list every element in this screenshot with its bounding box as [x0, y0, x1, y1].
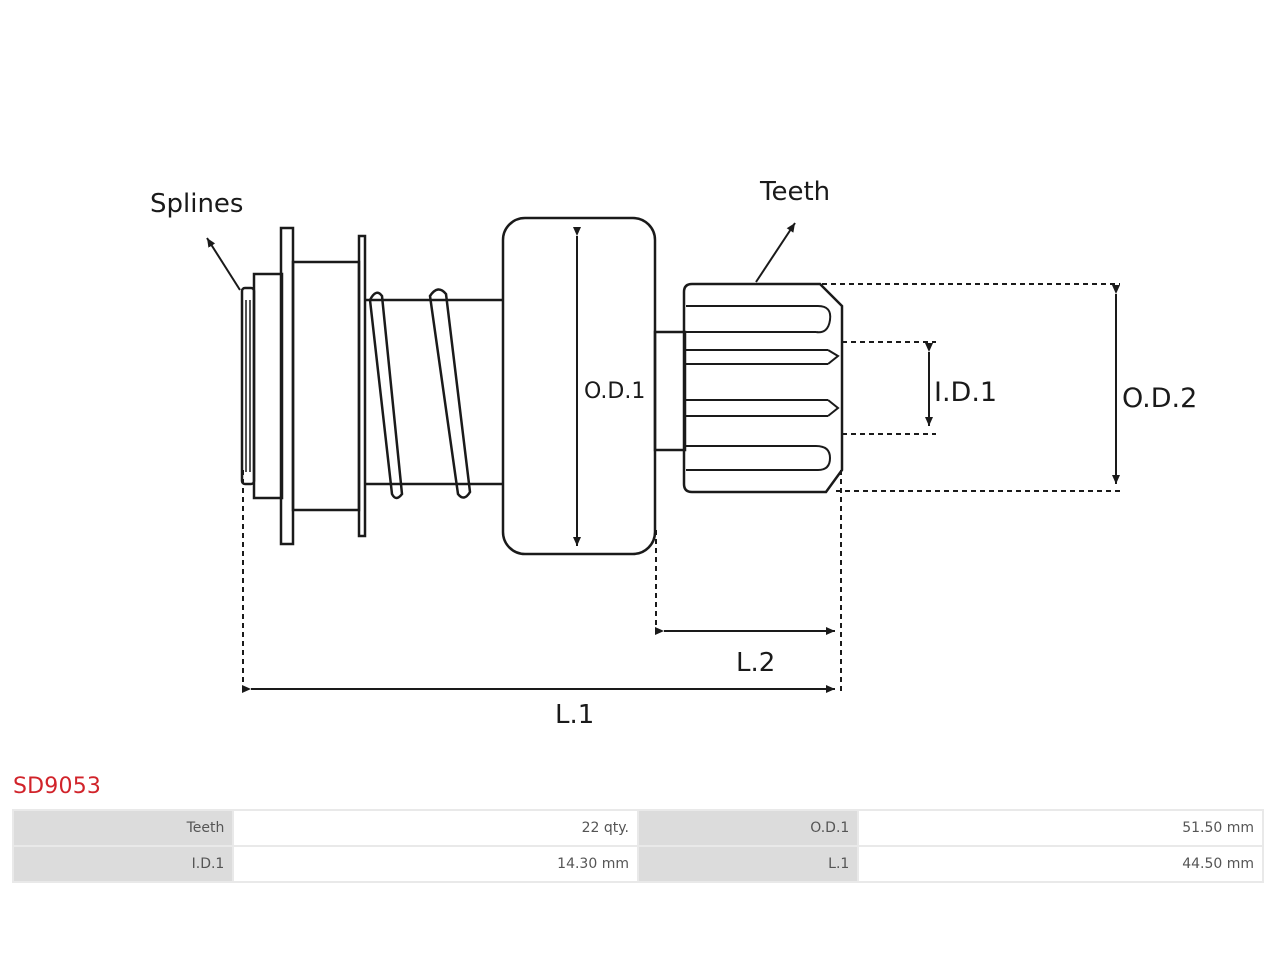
spec-value: 51.50 mm	[859, 811, 1262, 845]
id1-label: I.D.1	[934, 377, 997, 408]
spec-value: 14.30 mm	[234, 847, 637, 881]
spec-value: 44.50 mm	[859, 847, 1262, 881]
l1-label: L.1	[555, 700, 594, 730]
barrel	[291, 260, 361, 512]
drive-body	[240, 216, 844, 556]
spec-key: Teeth	[14, 811, 233, 845]
teeth-leader	[755, 222, 796, 283]
pinion-neck	[653, 330, 687, 452]
spring-coil-2	[428, 288, 472, 499]
od1-label: O.D.1	[584, 379, 645, 404]
spec-value: 22 qty.	[234, 811, 637, 845]
gear-teeth	[686, 305, 840, 471]
starter-drive-diagram: Splines Teeth O.D.1 I.D.1 O.D.2 L.2 L.1	[150, 177, 1197, 730]
dimension-arrows	[206, 222, 1120, 693]
splines-leader	[206, 237, 241, 291]
spec-key: L.1	[638, 847, 858, 881]
spring-coil-1	[368, 291, 404, 500]
table-row: Teeth 22 qty. O.D.1 51.50 mm	[14, 811, 1262, 845]
hub-collar	[252, 272, 284, 500]
extension-lines	[242, 283, 1120, 694]
pinion-gear	[682, 282, 844, 494]
table-row: I.D.1 14.30 mm L.1 44.50 mm	[14, 847, 1262, 881]
flange-right	[357, 234, 367, 538]
spec-key: I.D.1	[14, 847, 233, 881]
part-code: SD9053	[13, 774, 102, 799]
specs-table: Teeth 22 qty. O.D.1 51.50 mm I.D.1 14.30…	[12, 809, 1264, 883]
teeth-label: Teeth	[759, 177, 830, 207]
l2-label: L.2	[736, 648, 775, 678]
od2-label: O.D.2	[1122, 383, 1197, 414]
spec-key: O.D.1	[638, 811, 858, 845]
spline-hub	[240, 286, 256, 486]
splines-label: Splines	[150, 189, 243, 219]
spline-ridges	[245, 300, 251, 472]
